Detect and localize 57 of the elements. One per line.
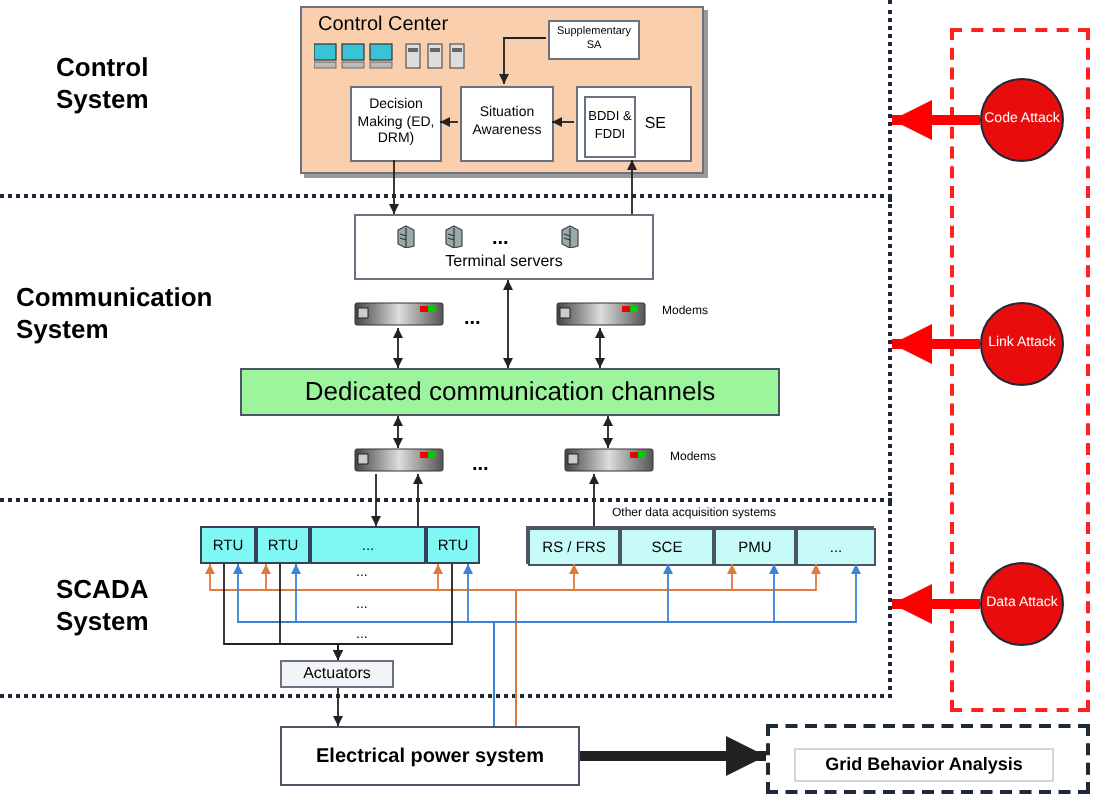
process-box [584, 96, 636, 158]
process-box [460, 86, 554, 162]
arrow [603, 415, 613, 449]
table-cell [200, 526, 256, 564]
arrow [627, 159, 637, 215]
box-label: Terminal servers [445, 250, 563, 274]
box-label: Actuators [303, 662, 371, 686]
section-label: Communication System [16, 282, 215, 347]
arrow [389, 159, 399, 215]
arrow [892, 324, 980, 364]
process-box [350, 86, 442, 162]
arrow [892, 584, 980, 624]
box-label: SE [644, 112, 666, 136]
section-band [0, 0, 892, 198]
box-label: Dedicated communication channels [304, 374, 716, 411]
section-band [0, 502, 892, 698]
server-box [354, 214, 654, 280]
section-band [0, 198, 892, 502]
table-cell [528, 528, 620, 566]
table-cell [310, 526, 426, 564]
process-box [794, 748, 1054, 782]
arrow [333, 563, 453, 661]
arrow [439, 117, 459, 127]
box-label: Grid Behavior Analysis [825, 751, 1023, 778]
process-box [280, 660, 394, 688]
arrow [393, 415, 403, 449]
panel-title: Control Center [318, 12, 449, 40]
arrow [413, 473, 423, 527]
channel-bar [240, 368, 780, 416]
arrow [595, 327, 605, 369]
arrow [892, 100, 980, 140]
process-box [548, 20, 640, 60]
arrow [333, 687, 343, 727]
arrow [580, 736, 766, 776]
arrow [371, 473, 381, 527]
table-cell [256, 526, 310, 564]
table-cell [714, 528, 796, 566]
arrow [503, 279, 513, 369]
arrow [499, 37, 547, 85]
table-cell [426, 526, 480, 564]
arrow [515, 563, 821, 727]
arrow [551, 117, 575, 127]
dashed-box [766, 724, 1090, 794]
control-center-panel [300, 6, 704, 174]
arrow [393, 327, 403, 369]
table-cell [796, 528, 876, 566]
section-label: Control System [56, 52, 151, 117]
process-box [576, 86, 692, 162]
arrow [589, 473, 599, 527]
ellipsis-label: ... [464, 306, 481, 334]
table-cell [620, 528, 714, 566]
arrow [493, 563, 861, 727]
box-label: Electrical power system [316, 743, 544, 771]
ellipsis-label: ... [492, 226, 509, 254]
section-label: SCADA System [56, 574, 151, 639]
ellipsis-label: ... [472, 452, 489, 480]
process-box [280, 726, 580, 786]
